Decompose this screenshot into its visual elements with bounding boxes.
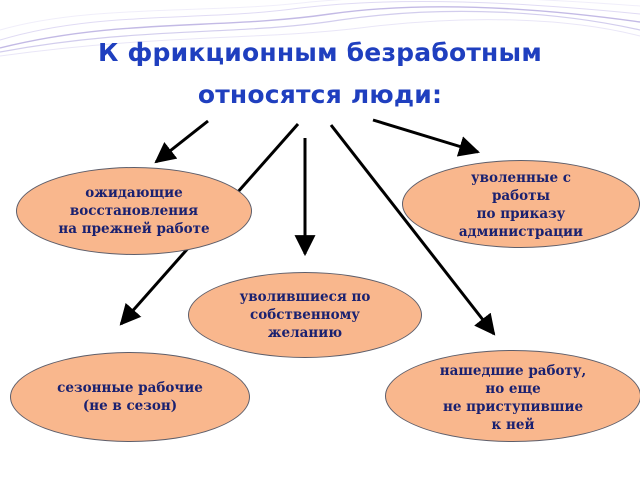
decor-wave-4 [0, 19, 640, 57]
node-text-line: сезонные рабочие [57, 380, 203, 396]
node-text-line: восстановления [69, 203, 199, 219]
node-dismissed-by-order: уволенные с работы по приказу администра… [402, 160, 640, 248]
arrow-to-found [329, 124, 496, 336]
node-text-line: на прежней работе [58, 221, 210, 237]
title-line-1: К фрикционным безработным [98, 38, 542, 67]
node-text-line: по приказу [476, 206, 566, 222]
node-found-job-not-started: нашедшие работу, но еще не приступившие … [385, 350, 640, 442]
header-decoration [0, 0, 640, 57]
node-text-line: администрации [458, 224, 584, 240]
node-text-line: ожидающие [85, 185, 183, 201]
node-text-line: (не в сезон) [82, 398, 178, 414]
node-text-line: к ней [491, 417, 535, 433]
decor-wave-5 [0, 0, 640, 31]
arrow-to-waiting [154, 119, 209, 164]
node-seasonal-workers: сезонные рабочие (не в сезон) [10, 352, 250, 442]
node-text-line: уволившиеся по [239, 289, 371, 305]
node-voluntary-quit: уволившиеся по собственному желанию [188, 272, 422, 358]
node-text-line: желанию [267, 325, 343, 341]
node-text-line: но еще [485, 381, 541, 397]
node-text-line: нашедшие работу, [439, 363, 587, 379]
node-text-line: работы [491, 188, 551, 204]
node-waiting-for-reinstatement: ожидающие восстановления на прежней рабо… [16, 167, 252, 255]
node-text-line: уволенные с [471, 170, 571, 186]
node-text-line: собственному [250, 307, 360, 323]
node-text-line: не приступившие [442, 399, 584, 415]
decor-wave-3 [0, 0, 640, 41]
title-line-2: относятся люди: [197, 80, 443, 109]
arrow-to-dismissed [372, 118, 481, 157]
decor-wave-1 [0, 6, 640, 49]
decor-wave-2 [0, 10, 640, 53]
